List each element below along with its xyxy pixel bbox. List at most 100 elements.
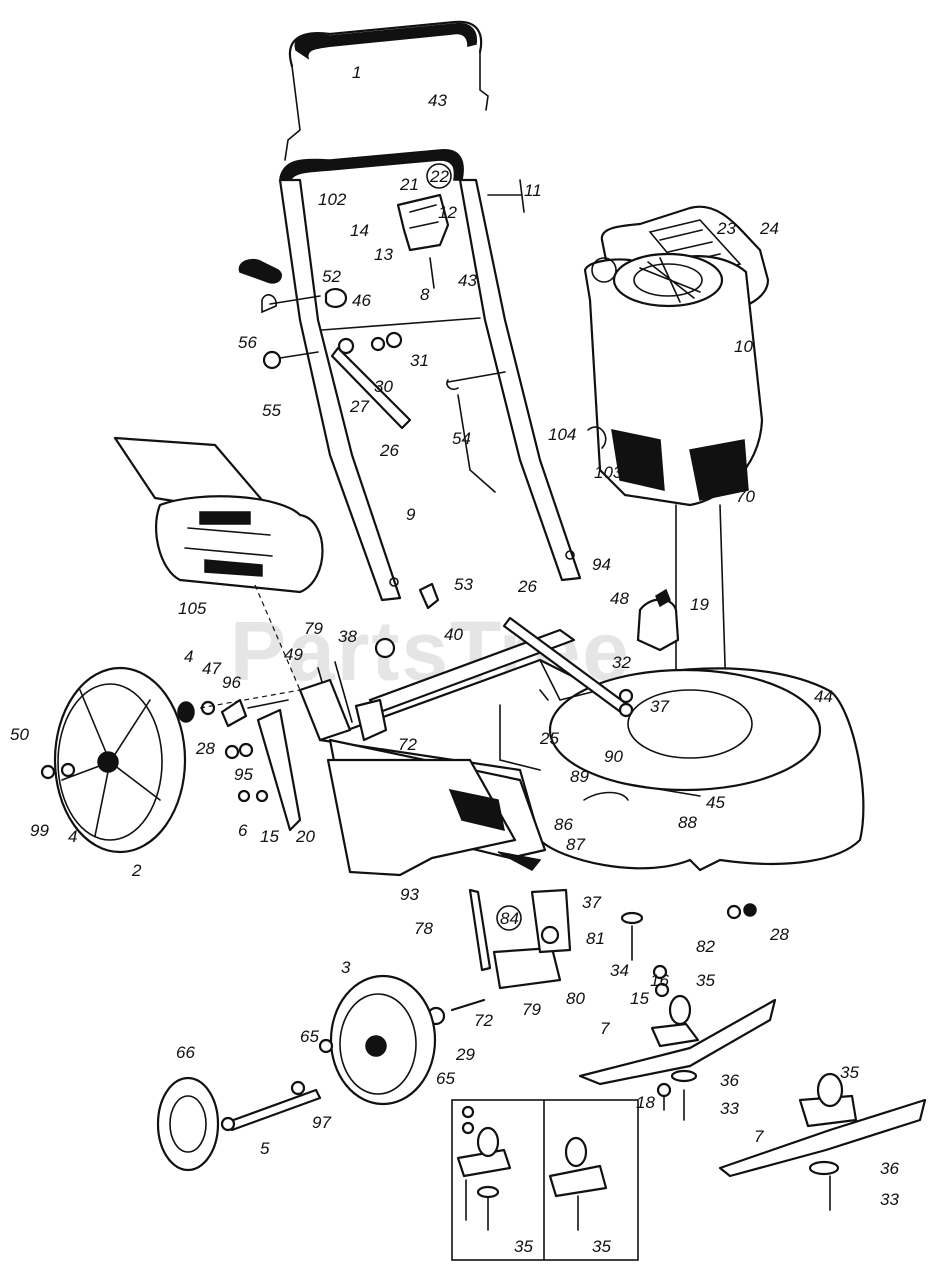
callout-31: 31 [410, 351, 429, 370]
callout-78: 78 [414, 919, 433, 938]
misc-hardware-part [539, 688, 757, 961]
callout-79: 79 [304, 619, 323, 638]
callout-14: 14 [350, 221, 369, 240]
callout-47: 47 [202, 659, 221, 678]
callout-37: 37 [582, 893, 601, 912]
callout-19: 19 [690, 595, 709, 614]
callout-49: 49 [284, 645, 303, 664]
callout-65: 65 [436, 1069, 455, 1088]
callout-26: 26 [379, 441, 399, 460]
callout-80: 80 [566, 989, 585, 1008]
control-cable-part [330, 331, 506, 493]
callout-6: 6 [238, 821, 248, 840]
callout-16: 16 [650, 971, 669, 990]
callout-105: 105 [178, 599, 207, 618]
callout-20: 20 [295, 827, 315, 846]
callout-9: 9 [406, 505, 416, 524]
callout-93: 93 [400, 885, 419, 904]
callout-90: 90 [604, 747, 623, 766]
callout-50: 50 [10, 725, 29, 744]
axle-parts [177, 584, 388, 832]
callout-25: 25 [539, 729, 559, 748]
callout-55: 55 [262, 401, 281, 420]
callout-7: 7 [600, 1019, 610, 1038]
callout-88: 88 [678, 813, 697, 832]
callout-27: 27 [349, 397, 369, 416]
grass-bag-part [113, 436, 324, 594]
handle-knob-part [238, 258, 348, 370]
callout-18: 18 [636, 1093, 655, 1112]
callout-95: 95 [234, 765, 253, 784]
blade-assembly-part [578, 964, 927, 1211]
callout-43: 43 [458, 271, 477, 290]
callout-30: 30 [374, 377, 393, 396]
callout-86: 86 [554, 815, 573, 834]
callout-87: 87 [566, 835, 585, 854]
callout-34: 34 [610, 961, 629, 980]
callout-24: 24 [759, 219, 779, 238]
callout-35: 35 [514, 1237, 533, 1256]
callout-89: 89 [570, 767, 589, 786]
engine-part [583, 205, 770, 761]
callout-53: 53 [454, 575, 473, 594]
callout-99: 99 [30, 821, 49, 840]
callout-26: 26 [517, 577, 537, 596]
rear-shield-part [326, 758, 542, 877]
callout-82: 82 [696, 937, 715, 956]
callout-28: 28 [195, 739, 215, 758]
blade-adapter-inset [451, 1099, 639, 1261]
callout-35: 35 [592, 1237, 611, 1256]
callout-11: 11 [524, 181, 542, 200]
callout-46: 46 [352, 291, 371, 310]
callout-33: 33 [880, 1190, 899, 1209]
callout-72: 72 [474, 1011, 493, 1030]
callout-circle-84 [496, 905, 522, 931]
callout-66: 66 [176, 1043, 195, 1062]
callout-54: 54 [452, 429, 471, 448]
callout-5: 5 [260, 1139, 270, 1158]
callout-79: 79 [522, 1000, 541, 1019]
callout-72: 72 [398, 735, 417, 754]
callout-48: 48 [610, 589, 629, 608]
callout-35: 35 [696, 971, 715, 990]
callout-10: 10 [734, 337, 753, 356]
callout-38: 38 [338, 627, 357, 646]
callout-15: 15 [260, 827, 279, 846]
height-rod-part [317, 582, 680, 729]
callout-97: 97 [312, 1113, 331, 1132]
callout-23: 23 [716, 219, 736, 238]
callout-15: 15 [630, 989, 649, 1008]
callout-3: 3 [341, 958, 351, 977]
callout-52: 52 [322, 267, 341, 286]
callout-29: 29 [455, 1045, 475, 1064]
callout-96: 96 [222, 673, 241, 692]
callout-36: 36 [880, 1159, 899, 1178]
callout-103: 103 [594, 463, 623, 482]
callout-32: 32 [612, 653, 631, 672]
callout-1: 1 [352, 63, 361, 82]
callout-81: 81 [586, 929, 605, 948]
callout-4: 4 [184, 647, 193, 666]
callout-7: 7 [754, 1127, 764, 1146]
callout-37: 37 [650, 697, 669, 716]
callout-40: 40 [444, 625, 463, 644]
callout-circle-22 [426, 163, 452, 189]
callout-35: 35 [840, 1063, 859, 1082]
callout-21: 21 [399, 175, 419, 194]
callout-28: 28 [769, 925, 789, 944]
callout-44: 44 [814, 687, 833, 706]
callout-45: 45 [706, 793, 725, 812]
callout-65: 65 [300, 1027, 319, 1046]
front-wheel-part [156, 888, 572, 1172]
callout-33: 33 [720, 1099, 739, 1118]
callout-4: 4 [68, 827, 77, 846]
callout-84: 84 [500, 909, 519, 928]
callout-8: 8 [420, 285, 430, 304]
callout-13: 13 [374, 245, 393, 264]
left-wheel-part [40, 666, 187, 854]
callout-70: 70 [736, 487, 755, 506]
callout-36: 36 [720, 1071, 739, 1090]
callout-22: 22 [429, 167, 449, 186]
